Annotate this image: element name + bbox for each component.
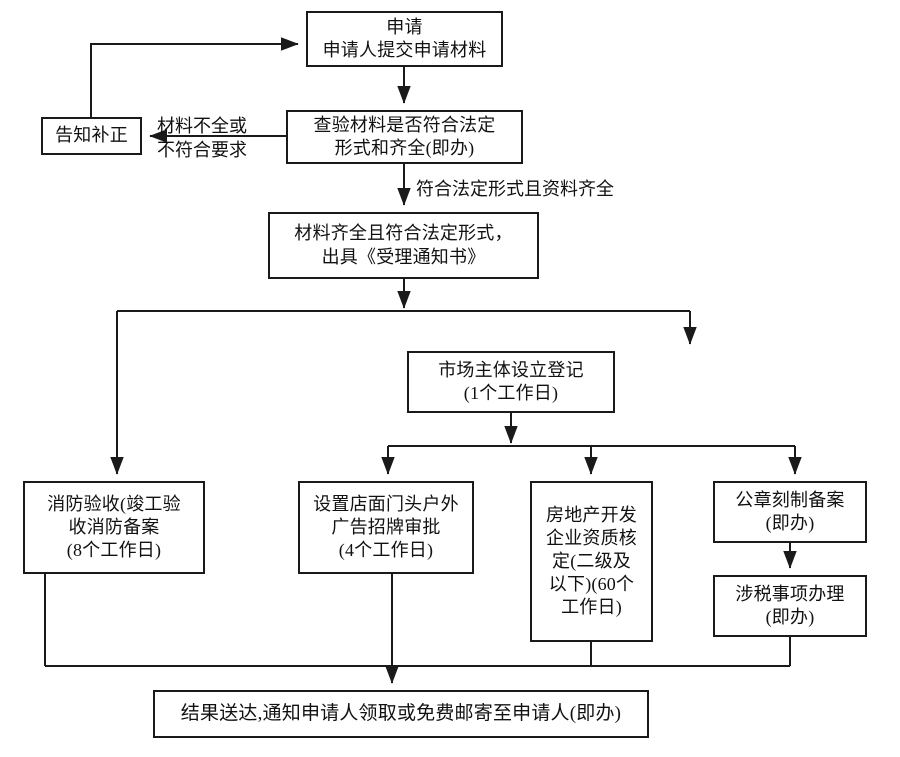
node-seal-engraving-record[interactable]: 公章刻制备案 (即办) bbox=[713, 481, 867, 543]
node-signboard-approval[interactable]: 设置店面门头户外 广告招牌审批 (4个工作日) bbox=[298, 481, 474, 574]
edge-label-reject: 材料不全或 不符合要求 bbox=[157, 116, 247, 160]
node-acceptance-notice[interactable]: 材料齐全且符合法定形式， 出具《受理通知书》 bbox=[268, 212, 539, 279]
edge-label-pass: 符合法定形式且资料齐全 bbox=[416, 179, 614, 199]
edge-notify-to-apply bbox=[90, 37, 299, 117]
node-notify-correction[interactable]: 告知补正 bbox=[41, 117, 142, 155]
node-result-delivery[interactable]: 结果送达,通知申请人领取或免费邮寄至申请人(即办) bbox=[153, 690, 649, 738]
node-material-check[interactable]: 查验材料是否符合法定 形式和齐全(即办) bbox=[286, 110, 523, 164]
node-fire-acceptance[interactable]: 消防验收(竣工验 收消防备案 (8个工作日) bbox=[23, 481, 205, 574]
node-realestate-qualification[interactable]: 房地产开发 企业资质核 定(二级及 以下)(60个 工作日) bbox=[530, 481, 653, 642]
node-application[interactable]: 申请 申请人提交申请材料 bbox=[306, 11, 503, 67]
node-market-entity-registration[interactable]: 市场主体设立登记 (1个工作日) bbox=[407, 351, 615, 413]
node-tax-matters[interactable]: 涉税事项办理 (即办) bbox=[713, 575, 867, 637]
